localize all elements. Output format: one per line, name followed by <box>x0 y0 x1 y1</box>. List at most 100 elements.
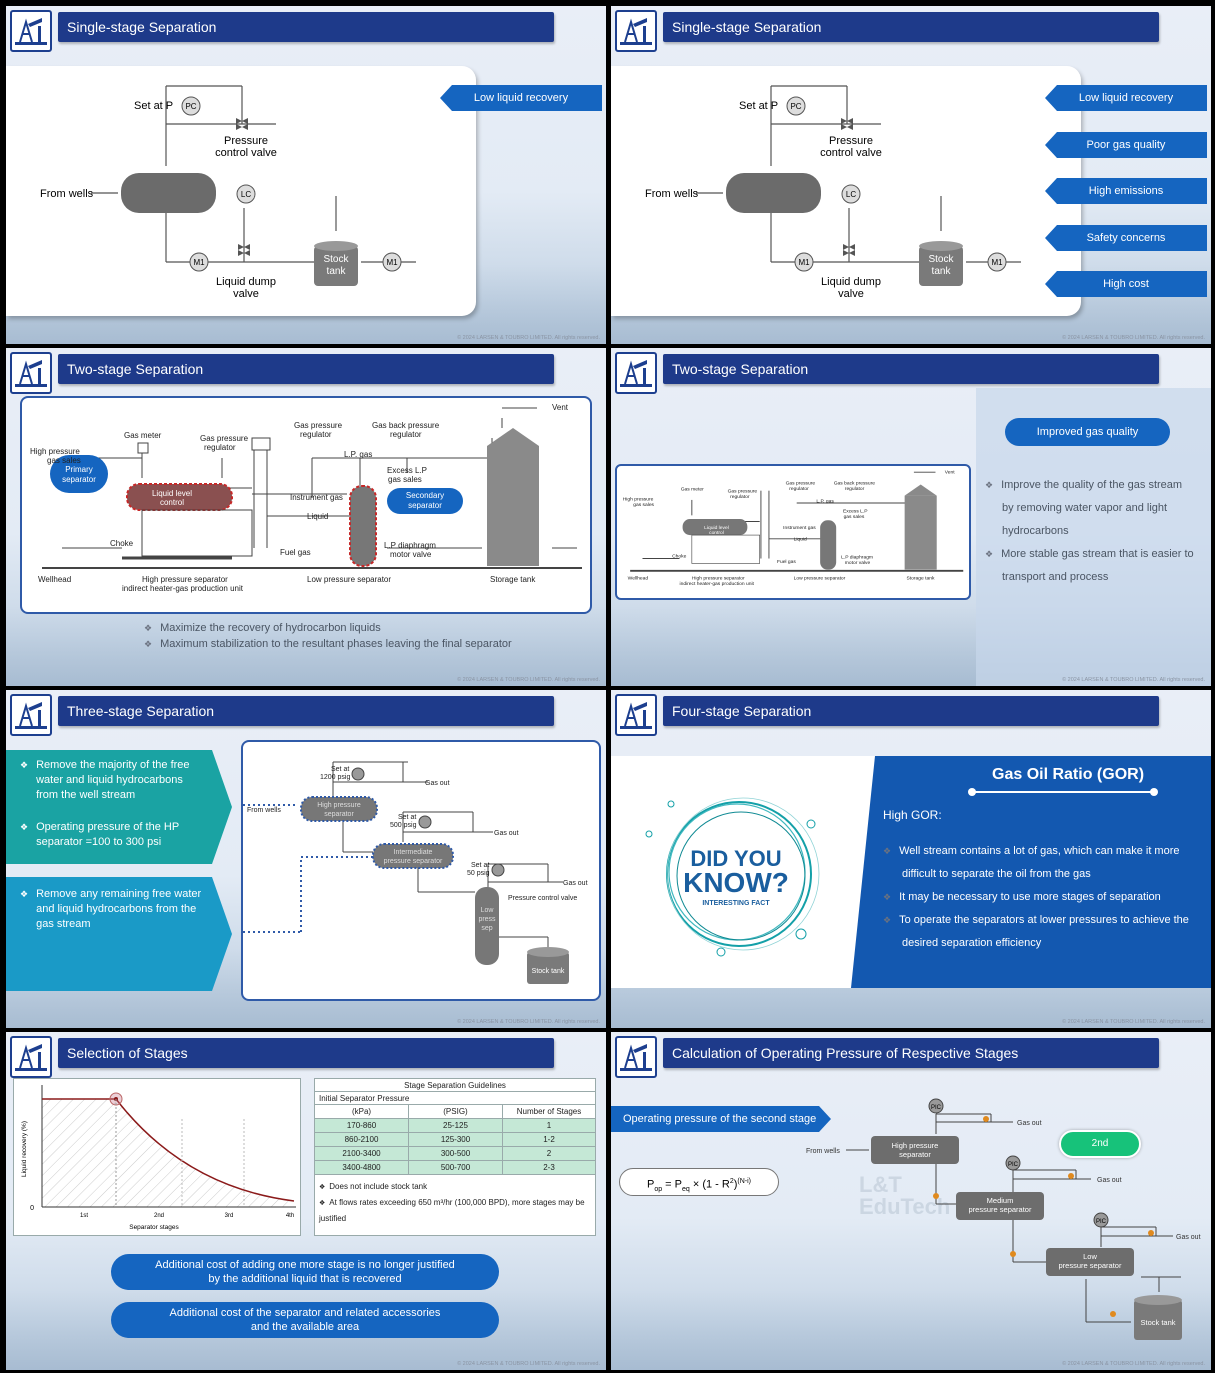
hps-label: High pressure <box>892 1141 939 1150</box>
box1-bullet-2: Operating pressure of the HP separator =… <box>36 821 179 848</box>
lt-logo <box>10 694 52 736</box>
primary-separator-pill <box>50 455 108 493</box>
cost-pill-2[interactable]: Additional cost of the separator and rel… <box>111 1302 499 1338</box>
tag-safety-concerns[interactable]: Safety concerns <box>1045 225 1207 251</box>
tag-poor-gas-quality[interactable]: Poor gas quality <box>1045 132 1207 158</box>
y-axis-label: Liquid recovery (%) <box>21 1121 28 1177</box>
set-at-p-label: Set at P <box>134 100 173 112</box>
hps-label: separator <box>324 811 354 818</box>
three-stage-diagram: High pressure separator Intermediate pre… <box>223 761 588 984</box>
gor-title: Gas Oil Ratio (GOR) <box>992 766 1145 783</box>
table-note: ❖At flows rates exceeding 650 m³/hr (100… <box>319 1198 585 1223</box>
bullet-item: Maximum stabilization to the resultant p… <box>144 636 512 652</box>
gas-out-label: Gas out <box>425 780 450 787</box>
bullet-item: Improve the quality of the gas stream <box>985 474 1207 497</box>
slide-title: Single-stage Separation <box>663 12 1159 42</box>
tank-label: tank <box>932 266 952 277</box>
set-label: Set at <box>331 766 349 773</box>
choke-label: Choke <box>672 553 686 559</box>
secondary-separator-pill <box>387 488 463 514</box>
y-origin-label: 0 <box>30 1205 34 1212</box>
ips-label: Intermediate <box>394 849 433 856</box>
gas-out-label: Gas out <box>1017 1120 1042 1127</box>
gpr-label: Gas pressure <box>728 489 758 495</box>
lps-label: pressure separator <box>1059 1261 1122 1270</box>
tag-high-cost[interactable]: High cost <box>1045 271 1207 297</box>
lpd-label: L.P diaphragm <box>841 555 873 561</box>
ldv-label: valve <box>233 288 259 300</box>
recovery-area <box>42 1099 294 1207</box>
gas-meter-icon <box>137 442 149 454</box>
pic-label: PIC <box>931 1105 942 1111</box>
slide-three-stage[interactable]: Three-stage Separation ❖Remove the major… <box>6 690 606 1028</box>
gbpr-label: regulator <box>845 486 865 492</box>
table-row: 3400-4800 500-700 2-3 <box>315 1161 595 1175</box>
pic-instrument <box>928 1098 944 1114</box>
meter-icon <box>987 252 1007 272</box>
improved-gas-quality-pill[interactable]: Improved gas quality <box>1005 418 1170 446</box>
llc-label: Liquid level <box>152 489 192 498</box>
slide-title: Single-stage Separation <box>58 12 554 42</box>
gbpr-label: Gas back pressure <box>834 481 876 487</box>
pressure-valve-icon <box>841 118 853 130</box>
lt-logo <box>615 1036 657 1078</box>
hps-label: indirect heater-gas production unit <box>122 584 244 593</box>
gpr-label: regulator <box>730 494 750 500</box>
bullet-line: transport and process <box>1002 571 1109 583</box>
ips-label: pressure separator <box>384 858 443 865</box>
cost-pill-1[interactable]: Additional cost of adding one more stage… <box>111 1254 499 1290</box>
slide-title: Calculation of Operating Pressure of Res… <box>663 1038 1159 1068</box>
lpd-label: motor valve <box>390 550 432 559</box>
copyright: © 2024 LARSEN & TOUBRO LIMITED. All righ… <box>457 1361 600 1367</box>
hp-sales-label: High pressure <box>30 447 80 456</box>
high-pressure-separator <box>871 1136 959 1164</box>
bullet-line: desired separation efficiency <box>902 937 1042 949</box>
table-body: 170-860 25-125 1 860-2100 125-300 1-2 21… <box>315 1119 595 1175</box>
stock-label: Stock tank <box>1140 1318 1175 1327</box>
excess-label: gas sales <box>844 514 865 520</box>
box1-bullet-1: Remove the majority of the free water an… <box>36 759 190 801</box>
tag-low-liquid-recovery[interactable]: Low liquid recovery <box>1045 85 1207 111</box>
dump-valve-icon <box>843 244 855 256</box>
gbpr-label: regulator <box>390 430 422 439</box>
lp-gas-label: L.P. gas <box>344 450 372 459</box>
single-stage-diagram: PC LC M1 M1 Stock tank Set at P Pressure… <box>645 85 1021 300</box>
hps-label: separator <box>899 1150 931 1159</box>
bullet-icon: ❖ <box>20 822 29 832</box>
secondary-label: separator <box>408 501 442 510</box>
stock-label: Stock <box>323 254 349 265</box>
slide-single-stage-2[interactable]: Single-stage Separation PC LC M1 M1 Stoc <box>611 6 1211 344</box>
copyright: © 2024 LARSEN & TOUBRO LIMITED. All righ… <box>457 335 600 341</box>
slide-two-stage-1[interactable]: Two-stage Separation Liquid level contro… <box>6 348 606 686</box>
slide-operating-pressure[interactable]: Calculation of Operating Pressure of Res… <box>611 1032 1211 1370</box>
bullet-item: Well stream contains a lot of gas, which… <box>883 840 1209 863</box>
lpd-label: motor valve <box>845 560 871 566</box>
slide-selection-of-stages[interactable]: Selection of Stages 0 1st 2nd 3rd 4th Se… <box>6 1032 606 1370</box>
gpr2-label: regulator <box>300 430 332 439</box>
slide-four-stage[interactable]: Four-stage Separation DID YOU KNOW? INTE… <box>611 690 1211 1028</box>
stock-label: Stock tank <box>532 968 565 975</box>
table-subhead: Initial Separator Pressure <box>315 1092 595 1105</box>
from-wells-label: From wells <box>806 1148 840 1155</box>
slide-single-stage-1[interactable]: Single-stage Separation PC LC M1 M1 Stoc <box>6 6 606 344</box>
x-tick-label: 3rd <box>225 1213 234 1219</box>
set-label: 1200 psig <box>320 774 350 781</box>
stage-badge[interactable]: 2nd <box>1059 1130 1141 1158</box>
col-header: (PSIG) <box>409 1105 503 1118</box>
valve-actuator-icon <box>933 1193 939 1199</box>
three-stage-diagram-panel: High pressure separator Intermediate pre… <box>223 740 601 1001</box>
hp-sales-label: gas sales <box>47 456 81 465</box>
m1-label: M1 <box>798 258 810 267</box>
gas-meter-label: Gas meter <box>681 487 704 493</box>
excess-label: Excess L.P <box>843 508 868 514</box>
slide-two-stage-2[interactable]: Two-stage Separation Vent Gas meter Gas … <box>611 348 1211 686</box>
diagram-card: PC LC M1 M1 Stock tank Set at P Pressure… <box>611 66 1081 316</box>
bullet-line: by removing water vapor and light <box>1002 502 1168 514</box>
tag-low-liquid-recovery[interactable]: Low liquid recovery <box>440 85 602 111</box>
pcv-label: Pressure <box>224 135 268 147</box>
tag-high-emissions[interactable]: High emissions <box>1045 178 1207 204</box>
set-at-p-label: Set at P <box>739 100 778 112</box>
two-stage-diagram: Liquid level control Primary separator S… <box>30 403 582 593</box>
second-stage-tag[interactable]: Operating pressure of the second stage <box>611 1106 831 1132</box>
ldv-label: Liquid dump <box>216 276 276 288</box>
